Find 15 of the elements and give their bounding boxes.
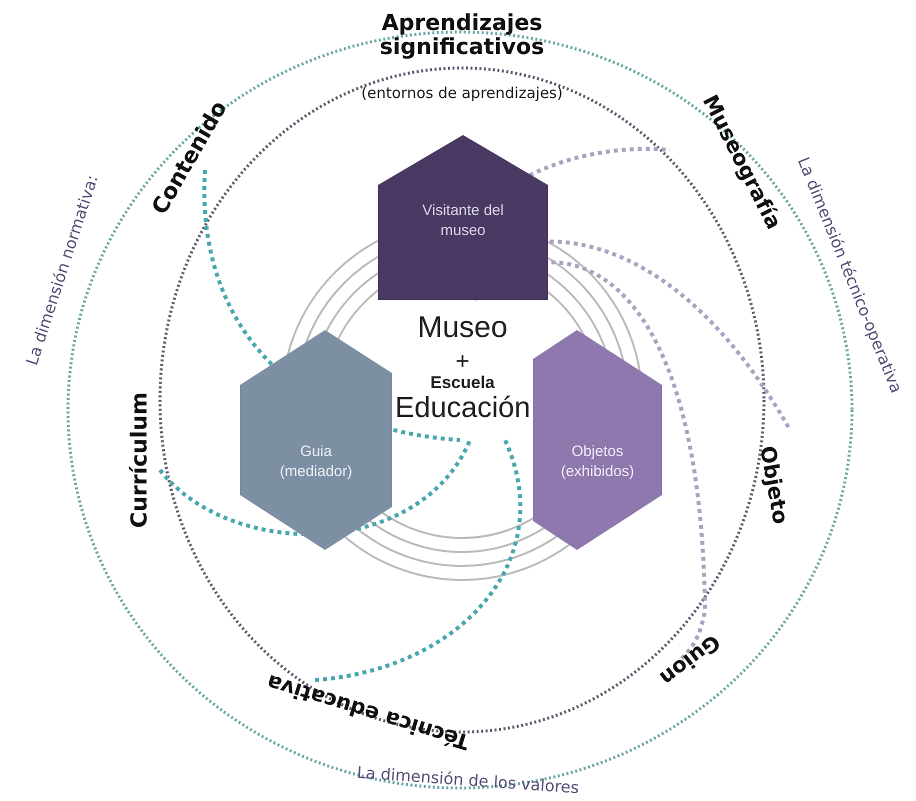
node-label: Visitante del museo xyxy=(421,201,505,242)
hexagon-shape xyxy=(378,135,548,300)
subheading-text: (entornos de aprendizajes) xyxy=(361,84,563,102)
node-label: Escuela xyxy=(429,374,496,391)
hexagon-shape xyxy=(533,330,662,550)
node-label: Objetos (exhibidos) xyxy=(560,442,636,482)
node-label: Guia (mediador) xyxy=(278,442,354,482)
node-label: + xyxy=(454,350,470,374)
ring-label: Currículum xyxy=(128,392,152,528)
dimension-label: La dimensión de los valores xyxy=(356,762,580,798)
node-label: Educación xyxy=(395,394,530,423)
heading-text: Aprendizajes significativos xyxy=(378,12,546,60)
ring-label: Objeto xyxy=(755,444,793,526)
node-label: Museo xyxy=(416,313,509,343)
hexagon-shape xyxy=(240,330,392,550)
